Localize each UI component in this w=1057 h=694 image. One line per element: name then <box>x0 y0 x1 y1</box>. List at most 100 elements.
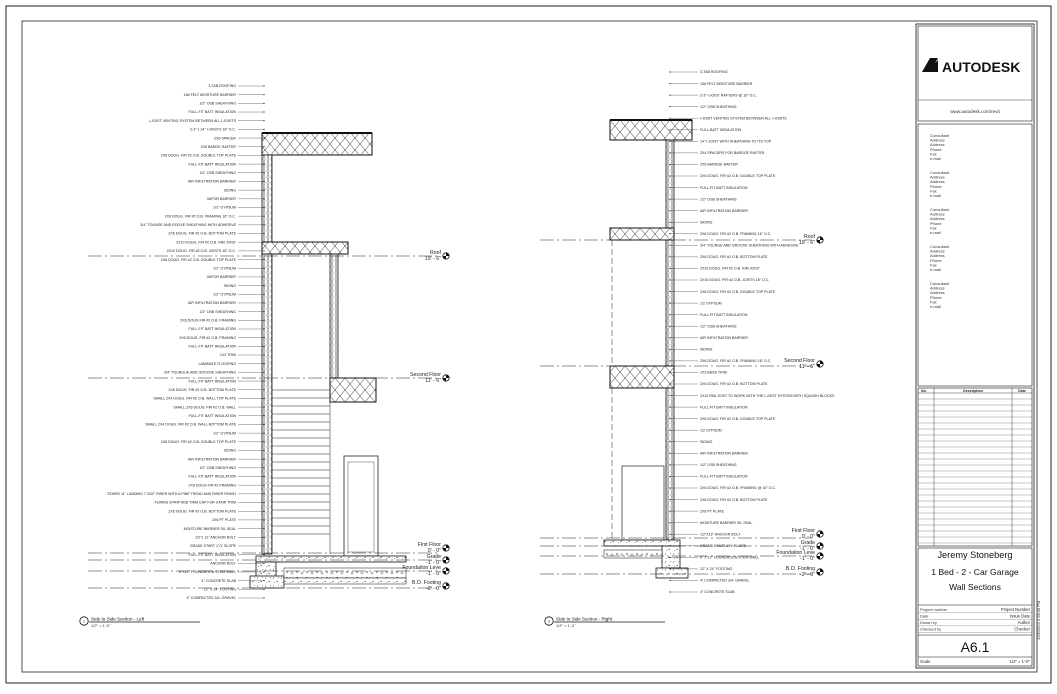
view-title-right: 2 Side to Side Section - Right 1/2" = 1'… <box>544 616 665 628</box>
consultant-line: Fax <box>930 299 937 304</box>
scale-value: 1/2" = 1'-0" <box>1010 659 1031 664</box>
level-footing-elev: -2' - 0" <box>426 586 441 592</box>
left-note: 2X6 DOUG. FIR #2 O.B. BOTTOM PLATE <box>168 509 236 513</box>
info-label: Checked by <box>920 627 941 632</box>
consultant-line: Consultant <box>930 281 950 286</box>
right-note: FULL-FIT BATT INSULATION <box>700 313 748 317</box>
print-timestamp: 12/6/2023 5:28:43 PM <box>1036 601 1041 640</box>
left-leader-dot <box>263 562 265 564</box>
right-leader-dot <box>669 129 671 131</box>
left-leader-dot <box>263 258 265 261</box>
right-note: 1/2 GYPSUM <box>700 301 722 305</box>
left-leader-dot <box>263 380 265 382</box>
left-leader-dot <box>263 163 265 165</box>
right-leader-dot <box>669 579 671 582</box>
consultant-line: Consultant <box>930 133 950 138</box>
left-leader-dot <box>263 250 265 252</box>
revision-rows <box>918 398 1032 544</box>
left-leader-dot <box>263 432 265 434</box>
left-note: 2X6 PT PLATE <box>212 518 237 522</box>
left-note: 2X6 BARGE RAFTER <box>201 145 237 149</box>
level-first-name-r: First Floor <box>792 528 816 534</box>
left-note: FURING STRIP AND TRIM CAP FOR STAIR TRIM <box>155 501 236 505</box>
right-note: MOISTURE BARRIER SIL SEAL <box>700 521 752 525</box>
right-leader-dot <box>669 94 671 96</box>
right-note: 1/2" OSB SHEATHING <box>700 324 737 328</box>
left-note: 1/2" OSB SHEATHING <box>199 171 236 175</box>
right-leader-dot <box>669 452 671 454</box>
right-note: AIR INFILTRATION BARRIER <box>700 452 748 456</box>
right-note: 2X4 SPACERS FOR BARDGE RAFTER <box>700 151 765 155</box>
consultant-line: e-mail <box>930 230 941 235</box>
left-leader-dot <box>263 423 265 426</box>
left-leader-dot <box>263 85 265 87</box>
left-note: 4" COMPACTED 3/4- GRAVEL <box>187 596 236 600</box>
left-leader-dot <box>263 475 265 478</box>
left-note: SMALL 2X6 DOUG. FIR #2 O.B. WALL <box>174 405 236 409</box>
consultant-list: ConsultantAddressAddressPhoneFaxe-mailCo… <box>930 133 950 309</box>
left-leader-dot <box>263 371 265 373</box>
left-note: LAMINATE FLOORING <box>199 362 237 366</box>
right-note: 8" X 12" FOUNDATION STEM WALL <box>700 556 759 560</box>
right-leader-dot <box>669 82 671 85</box>
right-note: SIDING <box>700 220 713 224</box>
right-leader-dot <box>669 522 671 524</box>
rev-header-no: No. <box>921 389 927 393</box>
left-note: 1/2"x 12" ANCHOR BOLT <box>195 535 237 539</box>
left-note: FULL-FIT BATT INSULATION <box>189 414 237 418</box>
left-leader-dot <box>263 415 265 417</box>
right-leader-dot <box>669 279 671 281</box>
left-note: 3/4" TOUNGE AND ROOVE SHEATHING WITH ADH… <box>140 223 236 227</box>
left-leader-dot <box>263 389 265 391</box>
left-leader-dot <box>263 554 265 556</box>
level-roof-elev-r: 19' - 6" <box>799 240 815 246</box>
right-note: I-JOIST VENTING SYSTEM BETWEEN ALL I-JOI… <box>700 116 787 120</box>
left-note: SIDING <box>224 449 237 453</box>
right-leader-dot <box>669 487 671 489</box>
right-note: 3/4" TOUNGE AND GROOVE SHEATHING WITH AD… <box>700 244 799 248</box>
project-name: 1 Bed - 2 - Car Garage <box>931 567 1019 577</box>
consultant-line: Address <box>930 216 945 221</box>
right-note: 4" CONCRETE SLAB <box>700 590 735 594</box>
left-note: SMALL 2X4 DOUG. FIR #2 O.B. WALL TOP PLA… <box>153 397 236 401</box>
left-leader-dot <box>263 588 265 590</box>
view-right-number: 2 <box>548 619 551 624</box>
left-note: AIR INFILTRATION BARRIER <box>188 301 236 305</box>
right-note: FULL-BATT INSULATION <box>700 128 742 132</box>
left-leader-dot <box>263 293 265 295</box>
left-leader-dot <box>263 449 265 452</box>
brand-url: www.autodesk.com/revit <box>950 109 1000 114</box>
level-second-name: Second Floor <box>410 372 441 378</box>
view-left-title: Side to Side Section - Left <box>91 617 145 622</box>
right-leader-dot <box>669 348 671 350</box>
info-label: Date <box>920 614 929 619</box>
left-note: FULL-FIT BATT INSULATION <box>189 553 237 557</box>
right-leader-dot <box>669 498 671 501</box>
right-leader-dot <box>669 198 671 200</box>
autodesk-logo-icon <box>922 58 938 72</box>
view-title-left: 1 Side to Side Section - Left 1/2" = 1'-… <box>79 616 200 628</box>
left-note: ANCHOR BOLT <box>210 561 236 565</box>
consultant-line: Phone <box>930 295 942 300</box>
level-second-name-r: Second Floor <box>784 358 815 364</box>
left-leader-dot <box>263 328 265 330</box>
left-leader-dot <box>263 94 265 96</box>
section-right <box>603 119 693 579</box>
left-note: 2X6 DOUG. FIR #2 O.B. BOTTOM PLATE <box>168 388 236 392</box>
left-note: 1/2" GYPSUM <box>213 206 236 210</box>
title-block: AUTODESK www.autodesk.com/revit Consulta… <box>915 23 1041 669</box>
consultant-line: Address <box>930 179 945 184</box>
view-left-scale: 1/2" = 1'-0" <box>91 623 111 628</box>
left-note: VAPOR BARRIER <box>207 197 237 201</box>
left-leader-dot <box>263 519 265 521</box>
info-label: Drawn by <box>920 620 937 625</box>
level-foundation-name-r: Foundation Leve <box>776 550 815 556</box>
right-leader-dot <box>669 314 671 316</box>
left-note: FULL-FIT BATT INSULATION <box>189 379 237 383</box>
left-note: 1/2" GYPSUM <box>213 266 236 270</box>
left-note: 2X6 DOUG. FIR #2 O.B. FRAMING <box>179 336 236 340</box>
consultant-line: e-mail <box>930 267 941 272</box>
consultant-line: Phone <box>930 147 942 152</box>
right-leader-dot <box>669 429 671 431</box>
